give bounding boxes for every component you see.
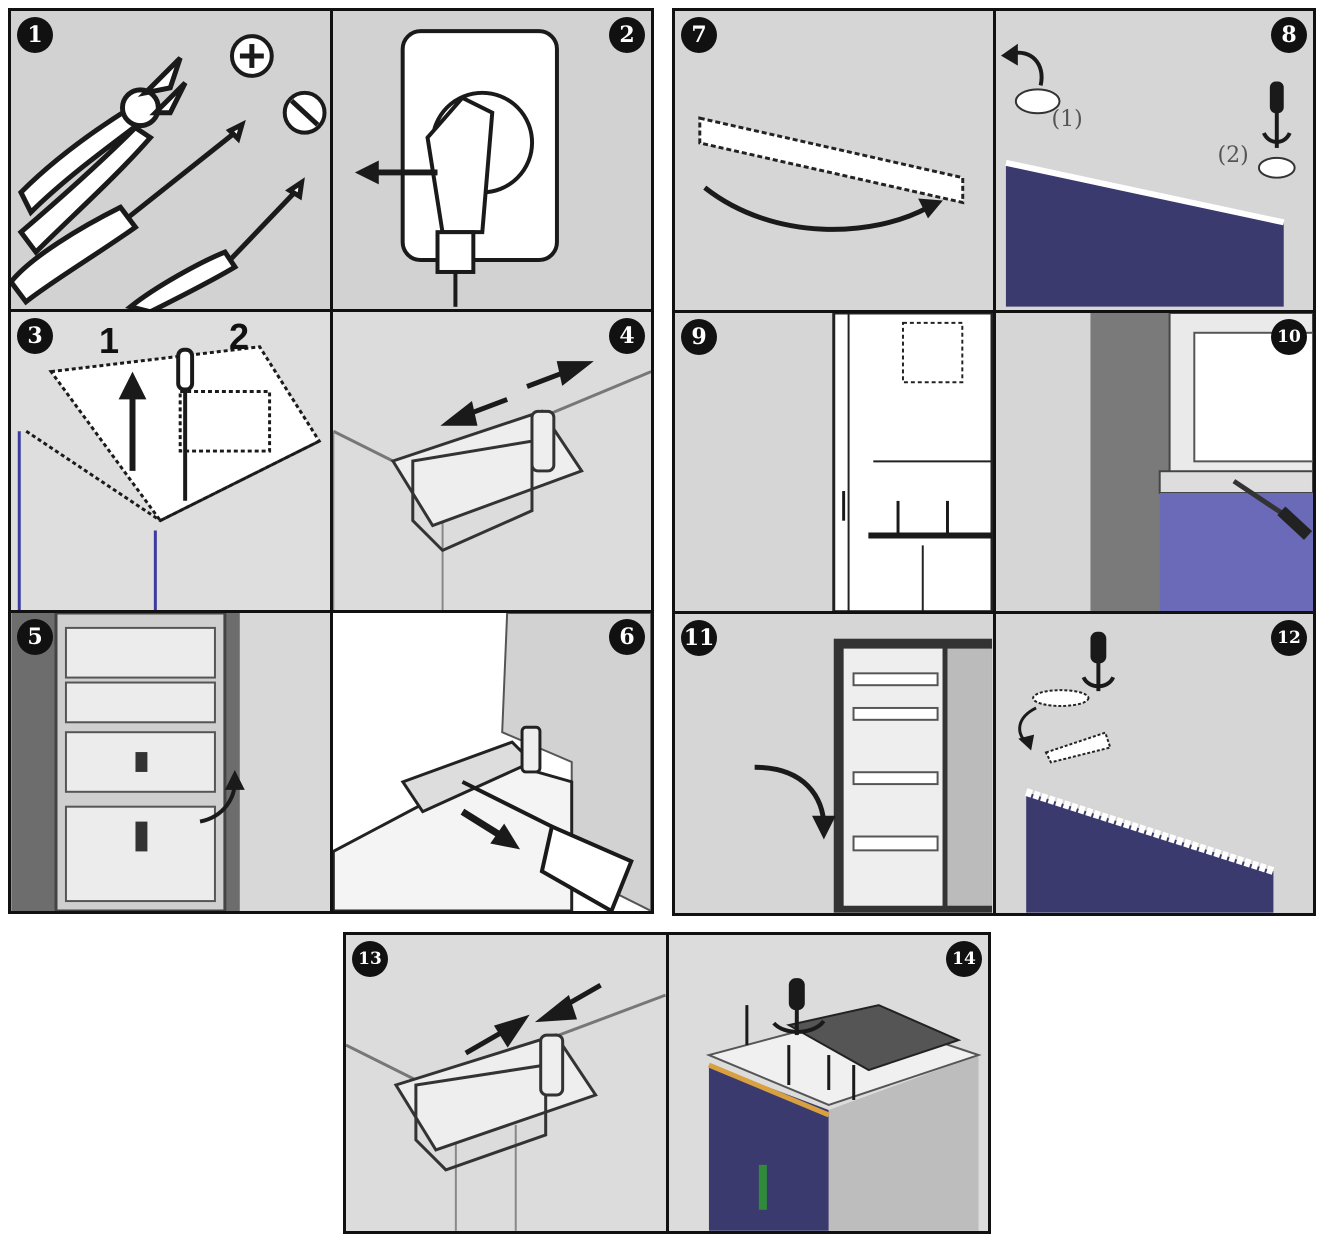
step-number: 1 [17,17,53,53]
screwdriver-icon [1231,478,1312,540]
phillips-screwdriver-icon [1261,81,1292,148]
hinge-slide-illustration [332,361,651,610]
step-9-panel: 9 [675,312,993,612]
step-number: 7 [681,17,717,53]
hinge-refit-illustration [346,982,666,1231]
curved-arrow-icon [754,765,836,840]
converging-arrows-icon [464,982,602,1056]
curved-arrow-icon [199,769,245,824]
door-stop-transfer-illustration [698,116,965,232]
flathead-screwdriver-icon [11,119,246,306]
step-1-panel: 1 [11,11,330,309]
step-number: 9 [681,318,717,355]
phillips-screwdriver-icon [771,978,825,1036]
bottom-steps-grid: 13 14 [343,932,991,1234]
left-steps-grid: 1 [8,8,654,914]
step-3-panel: 3 1 2 [11,312,330,610]
callout-2: 2 [229,316,250,357]
step-number: 6 [609,619,645,655]
screw-icon [842,490,949,533]
screwdriver-icon [461,780,634,911]
plug-icon [424,95,494,307]
step-7-panel: 7 [675,11,993,310]
step-number: 4 [609,318,645,354]
door-caps-illustration [1000,43,1296,307]
callout-2: (2) [1217,143,1249,168]
step-number: 12 [1271,620,1307,657]
callout-1: (1) [1051,107,1083,132]
step-10-panel: 10 [995,312,1313,612]
step-5-panel: 5 [11,613,330,911]
step-8-panel: 8 (1) (2) [995,11,1313,310]
double-arrow-icon [439,361,594,426]
step-number: 5 [17,619,53,655]
curved-arrow-icon [1017,706,1037,751]
hinge-screw-illustration [332,613,651,911]
step-number: 3 [17,318,53,354]
pliers-icon [17,56,188,256]
door-handle-illustration [832,312,993,612]
step-14-panel: 14 [668,935,988,1231]
step-11-panel: 11 [675,614,993,913]
step-6-panel: 6 [332,613,651,911]
step-number: 11 [681,620,717,657]
flathead-symbol-icon [282,90,327,135]
right-steps-grid: 7 8 (1) (2) [672,8,1316,916]
step-13-panel: 13 [346,935,666,1231]
arrow-down-right-icon [460,808,520,850]
arrow-left-icon [354,160,438,185]
door-shelves-illustration [11,613,245,911]
step-number: 13 [352,941,388,977]
screwdriver-icon [176,347,195,501]
top-hinge-illustration [1017,632,1275,913]
step-number: 2 [609,17,645,53]
curved-arrow-icon [1000,43,1044,86]
top-cover-removal-illustration [17,345,322,610]
top-cover-refit-illustration [705,978,982,1231]
step-number: 14 [946,941,982,977]
door-panel-illustration [1089,312,1313,612]
curved-arrow-icon [703,185,943,232]
unplug-illustration [354,29,559,307]
step-12-panel: 12 [995,614,1313,913]
arrow-up-icon [118,371,147,471]
phillips-screwdriver-icon [124,177,305,309]
step-number: 10 [1271,318,1307,355]
callout-1: 1 [99,320,120,361]
step-4-panel: 4 [332,312,651,610]
phillips-symbol-icon [229,34,274,78]
step-2-panel: 2 [332,11,651,309]
step-number: 8 [1271,17,1307,53]
door-reverse-illustration [754,639,992,913]
phillips-screwdriver-icon [1081,632,1115,692]
tools-illustration [11,34,327,309]
